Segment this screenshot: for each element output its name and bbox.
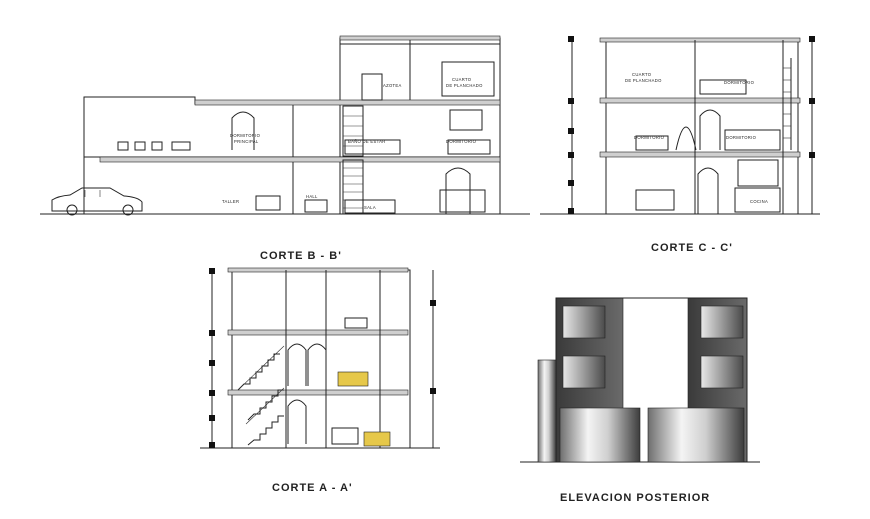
label-dormitorio-principal-1: DORMITORIO [230,133,261,138]
label-sala: SALA [364,205,376,210]
stair-a [237,345,285,446]
label-c-cuarto-plancha-2: DE PLANCHADO [625,78,662,83]
label-c-dormitorio-mid-a: DORMITORIO [634,135,665,140]
label-c-dormitorio-mid-b: DORMITORIO [726,135,757,140]
section-a-drawing [200,267,440,449]
label-c-cocina: COCINA [750,199,768,204]
label-hall: HALL [306,194,318,199]
title-corte-c: CORTE C - C' [651,242,733,254]
label-c-dormitorio-top: DORMITORIO [724,80,755,85]
section-b-drawing: AZOTEA CUARTO DE PLANCHADO DORMITORIO PR… [40,35,530,216]
stair-b [342,105,364,215]
label-dormitorio: DORMITORIO [446,139,477,144]
title-elevacion-posterior: ELEVACION POSTERIOR [560,492,711,504]
label-cuarto-plancha-1: CUARTO [452,77,472,82]
car-icon [51,187,143,216]
section-c-drawing: CUARTO DE PLANCHADO DORMITORIO DORMITORI… [540,36,820,215]
label-azotea: AZOTEA [383,83,402,88]
label-bano: BAÑO DE ESTAR [348,139,386,144]
rear-elevation-drawing [520,297,760,463]
title-corte-a: CORTE A - A' [272,482,353,494]
label-cuarto-plancha-2: DE PLANCHADO [446,83,483,88]
label-c-cuarto-plancha-1: CUARTO [632,72,652,77]
label-dormitorio-principal-2: PRINCIPAL [234,139,259,144]
label-taller: TALLER [222,199,239,204]
title-corte-b: CORTE B - B' [260,250,342,262]
